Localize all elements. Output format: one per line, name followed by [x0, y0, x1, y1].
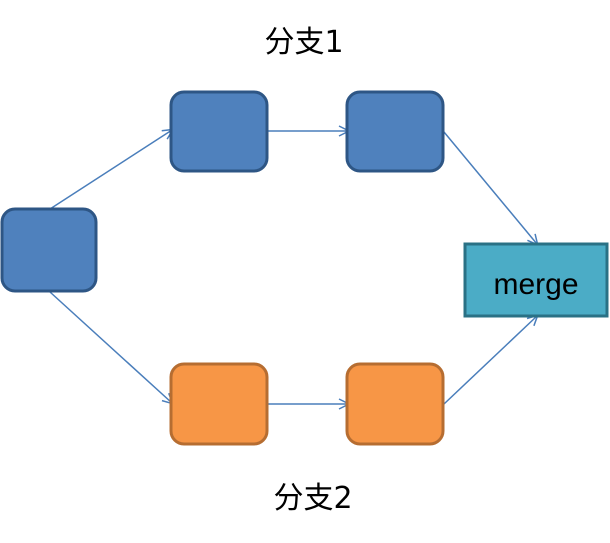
arrow-start-to-b2n1: [49, 291, 172, 403]
branch1-node-2: [345, 90, 445, 173]
branch2-node-1: [169, 362, 269, 446]
start-node: [0, 207, 98, 293]
branch1-node-1: [169, 90, 269, 173]
arrow-b1n2-to-merge: [443, 131, 537, 244]
branch2-label: 分支2: [273, 481, 352, 516]
merge-node: [463, 242, 609, 318]
branch2-node-2: [345, 362, 445, 446]
merge-label: merge: [493, 268, 578, 301]
branch1-label: 分支1: [264, 25, 343, 60]
arrow-start-to-b1n1: [49, 130, 172, 210]
arrow-b2n2-to-merge: [443, 316, 537, 405]
